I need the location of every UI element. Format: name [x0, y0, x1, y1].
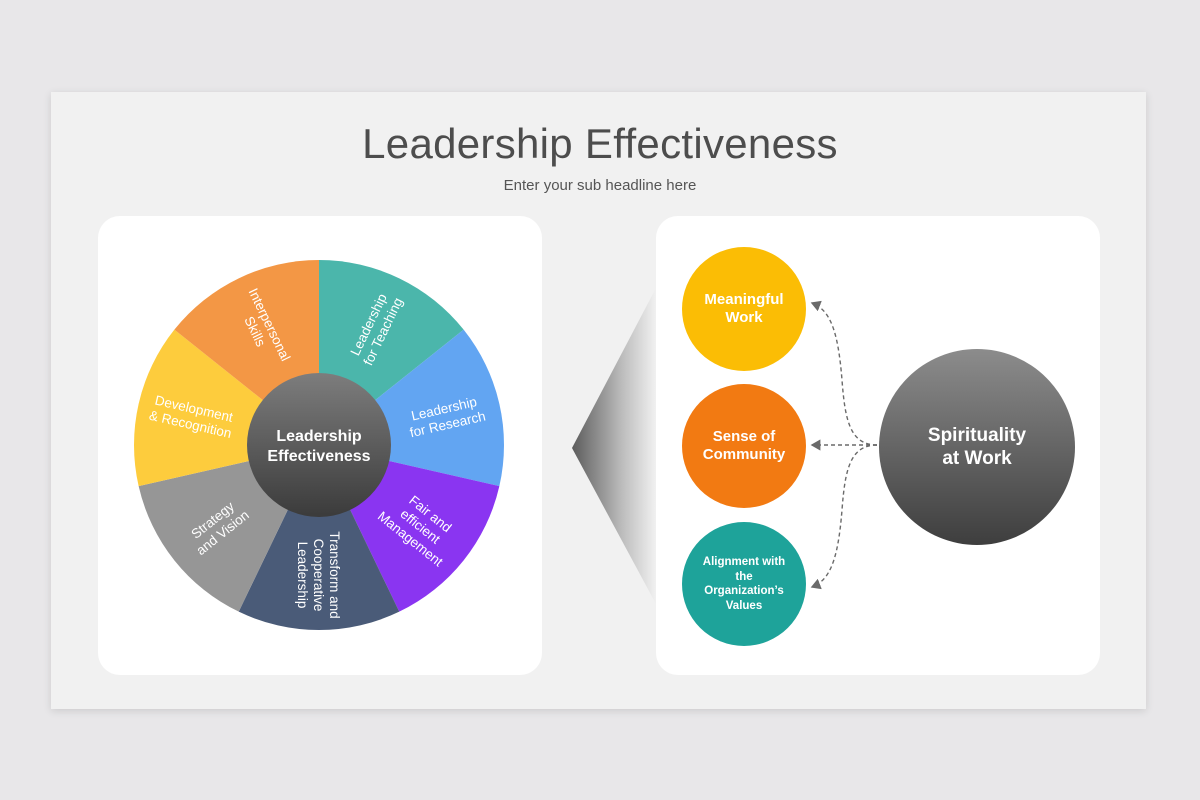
alignment-values-node: Alignment with the Organization’s Values: [682, 522, 806, 646]
node-label-line: Community: [702, 446, 786, 463]
node-label-line: Values: [725, 599, 763, 612]
center-label-line: at Work: [942, 448, 1012, 469]
node-label-line: Organization’s: [704, 585, 784, 597]
node-label-line: the: [735, 570, 753, 583]
page-title: Leadership Effectiveness: [362, 120, 838, 167]
node-label-line: Sense of: [712, 428, 776, 445]
meaningful-work-node: Meaningful Work: [682, 247, 806, 371]
center-label-line: Spirituality: [927, 425, 1027, 446]
segment-transform-cooperative-leadership: [238, 445, 400, 630]
wheel-hub: [247, 373, 391, 517]
node-label-line: Meaningful: [704, 291, 784, 308]
sense-of-community-node: Sense of Community: [682, 384, 806, 508]
wheel-label-line: Transform and: [327, 531, 342, 618]
wheel-label-line: Leadership: [295, 542, 310, 609]
hub-label-line: Leadership: [276, 428, 362, 445]
node-label-line: Alignment with: [702, 556, 786, 568]
page-subtitle: Enter your sub headline here: [503, 177, 697, 194]
wheel-segment-label: Transform andCooperativeLeadership: [295, 531, 342, 618]
node-label-line: Work: [725, 309, 763, 326]
hub-label-line: Effectiveness: [267, 448, 370, 465]
wheel-label-line: Cooperative: [311, 539, 326, 612]
spirituality-at-work-node: Spirituality at Work: [879, 349, 1075, 545]
panel-connector: [572, 288, 656, 604]
